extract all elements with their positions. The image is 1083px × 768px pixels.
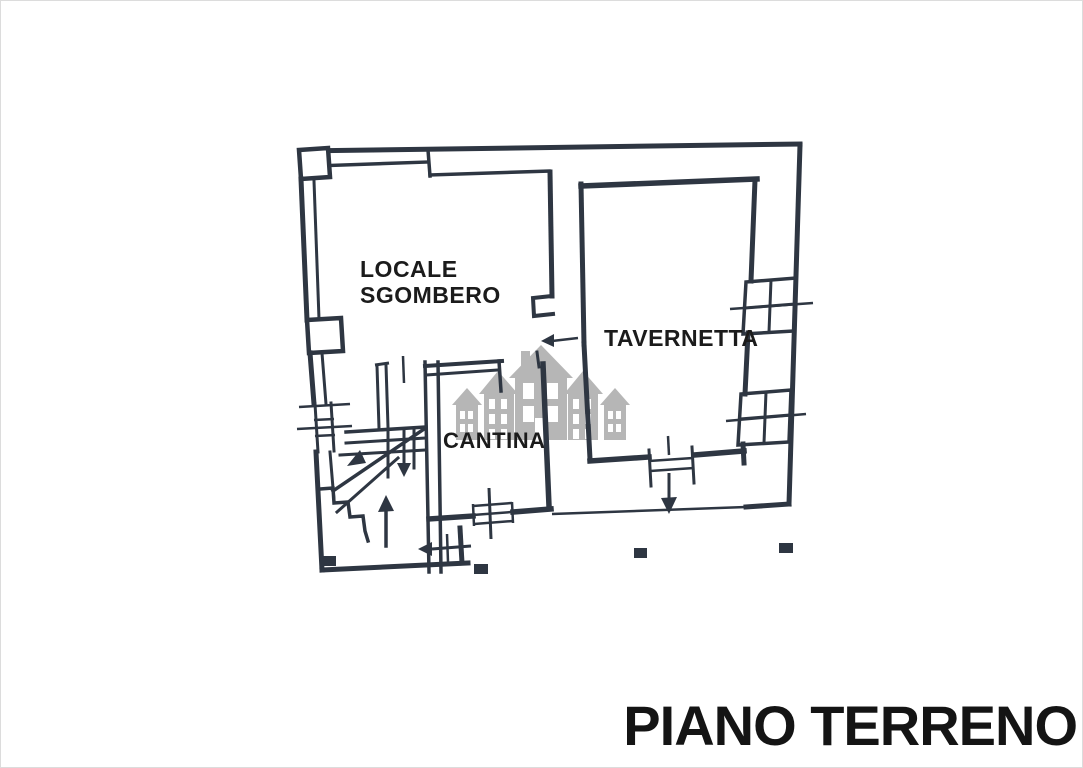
sgombero-right-wall xyxy=(374,169,556,430)
tavernetta-entrance-door xyxy=(647,435,696,514)
room-label-cantina: CANTINA xyxy=(443,428,546,453)
room-label-sgombero-line1: LOCALE xyxy=(360,256,458,282)
room-label-tavernetta: TAVERNETTA xyxy=(604,325,759,351)
cantina-window xyxy=(471,487,515,540)
left-wall-pillar xyxy=(304,315,346,356)
cantina-walls xyxy=(422,350,554,574)
room-label-sgombero-line2: SGOMBERO xyxy=(360,282,501,308)
outer-walls xyxy=(296,141,803,573)
entry-arrow-left xyxy=(431,544,472,551)
stairs-diagonal-arrow xyxy=(347,450,366,466)
corner-pillar xyxy=(296,145,333,182)
floor-title: PIANO TERRENO xyxy=(623,694,1078,757)
tavernetta-window-upper xyxy=(729,276,814,336)
stair-steps-outline xyxy=(318,486,371,544)
ground-marks xyxy=(323,543,793,574)
houses-logo-icon xyxy=(452,345,630,440)
staircase xyxy=(318,425,428,548)
tavernetta-door-arrow xyxy=(551,336,579,343)
left-wall-window xyxy=(296,401,353,454)
entry-nook xyxy=(418,533,472,563)
tavernetta-walls xyxy=(541,176,760,466)
tavernetta-window-lower xyxy=(725,388,807,447)
